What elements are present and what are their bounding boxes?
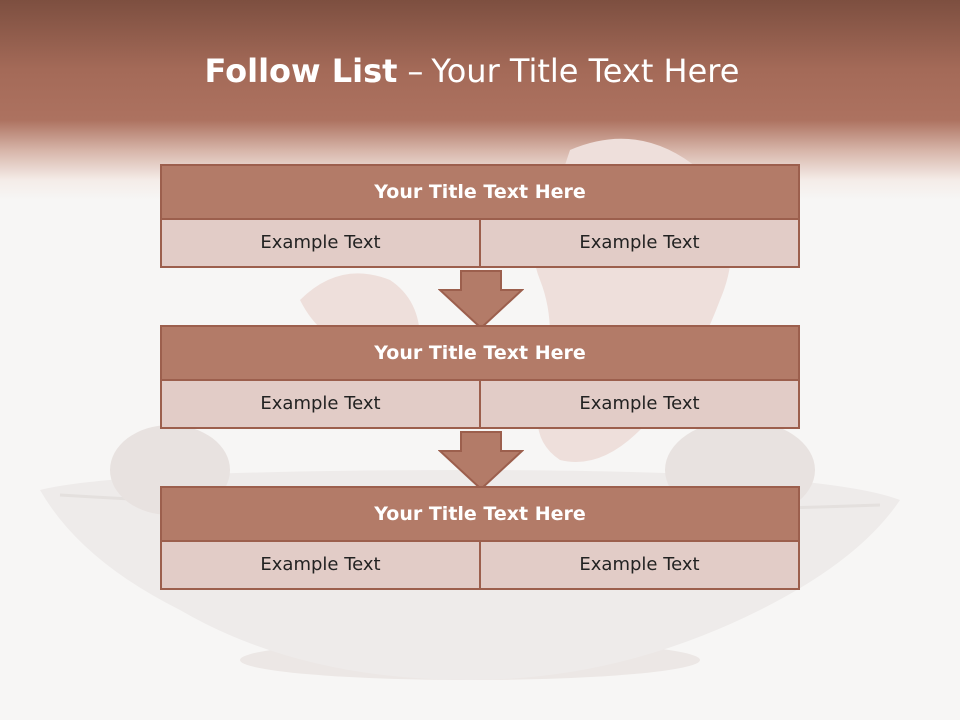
step-block-3: Your Title Text Here Example Text Exampl… [160,486,800,590]
step-title: Your Title Text Here [160,164,800,220]
down-arrow-icon [438,270,524,330]
step-cell-right: Example Text [479,379,800,429]
step-cell-left: Example Text [160,218,481,268]
step-block-2: Your Title Text Here Example Text Exampl… [160,325,800,429]
step-cell-left: Example Text [160,379,481,429]
slide-title-rest: Your Title Text Here [431,52,740,90]
step-row: Example Text Example Text [160,218,800,268]
slide-title: Follow List–Your Title Text Here [0,52,944,90]
step-title: Your Title Text Here [160,486,800,542]
step-block-1: Your Title Text Here Example Text Exampl… [160,164,800,268]
step-cell-right: Example Text [479,218,800,268]
step-cell-left: Example Text [160,540,481,590]
down-arrow-icon [438,431,524,491]
step-title: Your Title Text Here [160,325,800,381]
step-row: Example Text Example Text [160,540,800,590]
step-row: Example Text Example Text [160,379,800,429]
step-cell-right: Example Text [479,540,800,590]
slide-title-dash: – [407,52,424,90]
slide-title-bold: Follow List [204,52,398,90]
